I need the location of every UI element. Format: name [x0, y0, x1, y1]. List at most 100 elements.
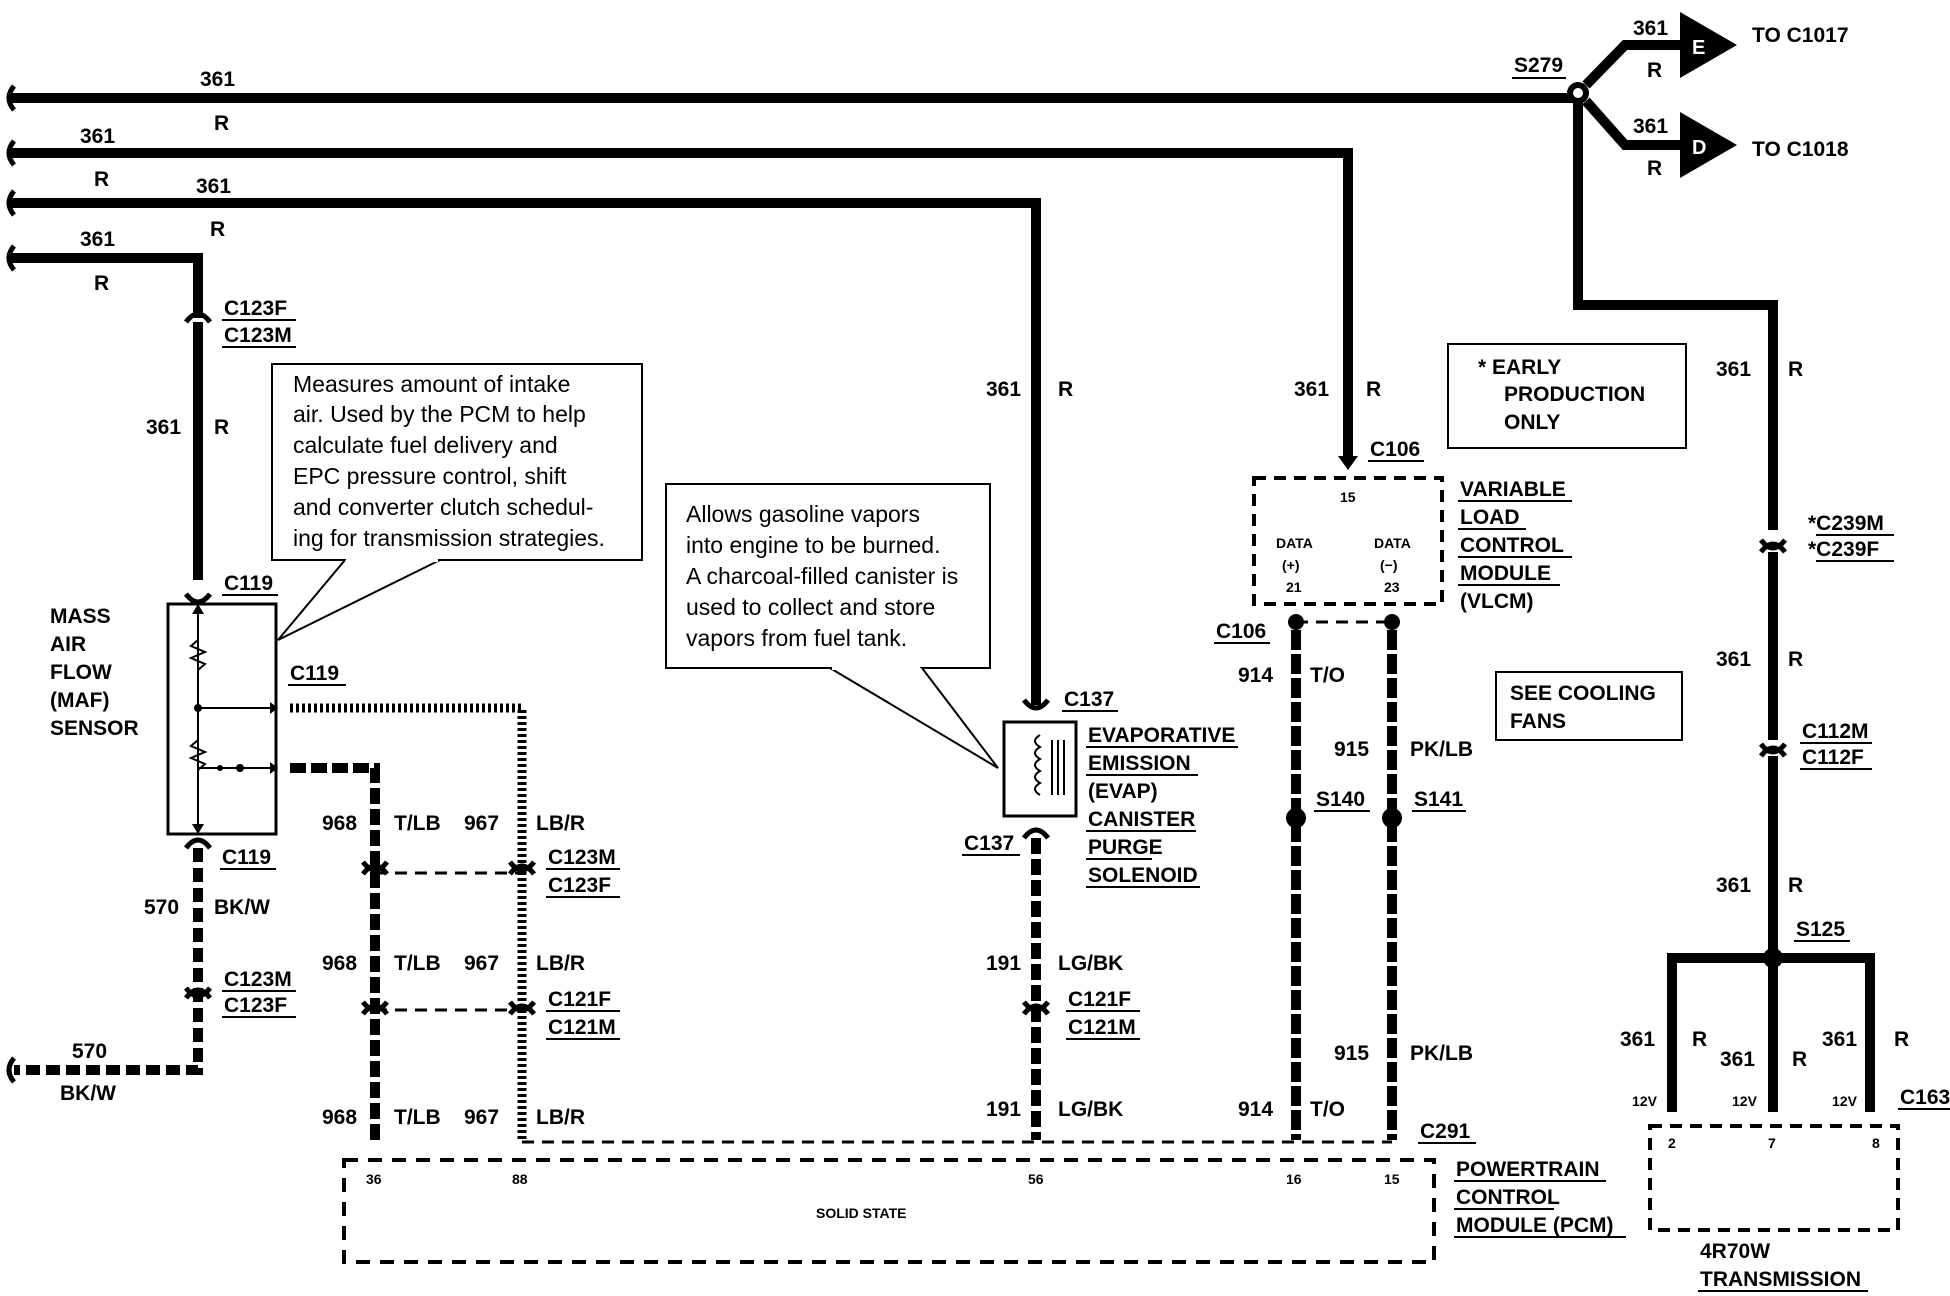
maf-name-line: FLOW	[50, 661, 112, 684]
see-cooling-fans-line: SEE COOLING	[1510, 682, 1656, 705]
voltage-12v: 12V	[1732, 1093, 1758, 1109]
wire-label-361: 361	[196, 175, 231, 198]
wire-label-191: 191	[986, 952, 1021, 975]
pcm-name-line: POWERTRAIN	[1456, 1158, 1600, 1181]
evap-name-line: PURGE	[1088, 836, 1163, 859]
pcm-module	[342, 1158, 1436, 1264]
evap-note-line: into engine to be burned.	[686, 532, 940, 558]
connector-c123f: C123F	[548, 874, 611, 897]
early-production-box	[1447, 343, 1687, 449]
wire-color-to: T/O	[1310, 664, 1345, 687]
wire-label-968: 968	[322, 1106, 357, 1129]
vlcm-pin-15: 15	[1340, 489, 1356, 505]
wire-color-r: R	[1366, 378, 1381, 401]
connector-c119: C119	[290, 662, 339, 685]
early-production-line: * EARLY	[1478, 356, 1561, 379]
wire-color-lbr: LB/R	[536, 812, 585, 835]
wire-label-361: 361	[1716, 874, 1751, 897]
splice-s125	[1763, 948, 1783, 968]
vlcm-pin-21: 21	[1286, 579, 1302, 595]
connector-c123m: C123M	[548, 846, 616, 869]
connector-c121f: C121F	[548, 988, 611, 1011]
transmission-name-line: TRANSMISSION	[1700, 1268, 1861, 1291]
wire-label-967: 967	[464, 952, 499, 975]
vlcm-name-line: (VLCM)	[1460, 590, 1533, 613]
feed-wire-3	[6, 189, 1041, 705]
pcm-pin: 15	[1384, 1171, 1400, 1187]
wire-color-tlb: T/LB	[394, 812, 441, 835]
wire-label-361: 361	[1716, 358, 1751, 381]
connector-c123f: C123F	[224, 297, 287, 320]
evap-name-line: EVAPORATIVE	[1088, 724, 1235, 747]
vlcm-name-line: LOAD	[1460, 506, 1520, 529]
wire-color-r: R	[210, 218, 225, 241]
wire-label-967: 967	[464, 812, 499, 835]
wire-color-pklb: PK/LB	[1410, 738, 1473, 761]
connector-c137: C137	[1064, 688, 1114, 711]
connector-c119: C119	[222, 846, 271, 869]
wire-color-r: R	[1792, 1048, 1807, 1071]
wire-label-914: 914	[1238, 664, 1273, 687]
wire-label-361: 361	[200, 68, 235, 91]
wire-color-lbr: LB/R	[536, 952, 585, 975]
vlcm-module	[1252, 476, 1444, 606]
vlcm-pin-23: 23	[1384, 579, 1400, 595]
wire-label-361: 361	[1620, 1028, 1655, 1051]
wire-color-r: R	[214, 416, 229, 439]
maf-name-line: MASS	[50, 605, 111, 628]
wire-color-r: R	[1647, 157, 1662, 180]
destination-c1017: TO C1017	[1752, 24, 1849, 47]
connector-c239f: *C239F	[1808, 538, 1879, 561]
evap-note-line: Allows gasoline vapors	[686, 501, 920, 527]
evap-name-line: SOLENOID	[1088, 864, 1198, 887]
wire-color-lgbk: LG/BK	[1058, 952, 1123, 975]
evap-note-callout	[665, 483, 999, 769]
wire-label-361: 361	[1633, 17, 1668, 40]
vlcm-data-plus: (+)	[1282, 557, 1300, 573]
evap-note-line: A charcoal-filled canister is	[686, 563, 958, 589]
pcm-pin: 88	[512, 1171, 528, 1187]
connector-c291: C291	[1420, 1120, 1471, 1143]
maf-note-callout	[271, 363, 643, 641]
vlcm-name-line: VARIABLE	[1460, 478, 1566, 501]
wire-color-r: R	[1894, 1028, 1909, 1051]
wire-label-361: 361	[1716, 648, 1751, 671]
wire-color-bkw: BK/W	[60, 1082, 116, 1105]
wire-label-570: 570	[144, 896, 179, 919]
connector-c112f: C112F	[1802, 746, 1864, 769]
wire-label-914: 914	[1238, 1098, 1273, 1121]
feed-wire-2	[6, 139, 1353, 460]
evap-solenoid	[1002, 720, 1078, 818]
vlcm-name-line: CONTROL	[1460, 534, 1564, 557]
arrow-d	[1680, 112, 1737, 178]
splice-label-s125: S125	[1796, 918, 1845, 941]
maf-note-line: air. Used by the PCM to help	[293, 401, 586, 427]
maf-note-line: EPC pressure control, shift	[293, 463, 567, 489]
pcm-pin: 56	[1028, 1171, 1044, 1187]
evap-note-line: vapors from fuel tank.	[686, 625, 907, 651]
trans-pin: 8	[1872, 1135, 1880, 1151]
evap-name-line: EMISSION	[1088, 752, 1191, 775]
wire-label-967: 967	[464, 1106, 499, 1129]
wire-color-r: R	[214, 112, 229, 135]
wire-label-191: 191	[986, 1098, 1021, 1121]
connector-c121m: C121M	[548, 1016, 616, 1039]
maf-name-line: AIR	[50, 633, 86, 656]
pcm-name-line: CONTROL	[1456, 1186, 1560, 1209]
connector-c119: C119	[224, 572, 273, 595]
connector-c239m: *C239M	[1808, 512, 1884, 535]
maf-name-line: SENSOR	[50, 717, 139, 740]
wire-color-to: T/O	[1310, 1098, 1345, 1121]
splice-label-s279: S279	[1514, 54, 1563, 77]
pcm-pin: 36	[366, 1171, 382, 1187]
maf-name-line: (MAF)	[50, 689, 109, 712]
wire-color-r: R	[94, 272, 109, 295]
destination-c1018: TO C1018	[1752, 138, 1849, 161]
early-production-line: ONLY	[1504, 411, 1560, 434]
see-cooling-fans-line: FANS	[1510, 710, 1566, 733]
evap-note-line: used to collect and store	[686, 594, 935, 620]
voltage-12v: 12V	[1832, 1093, 1858, 1109]
vlcm-data-minus: (−)	[1380, 557, 1398, 573]
wire-color-r: R	[1647, 59, 1662, 82]
feed-wire-1	[6, 84, 1578, 112]
